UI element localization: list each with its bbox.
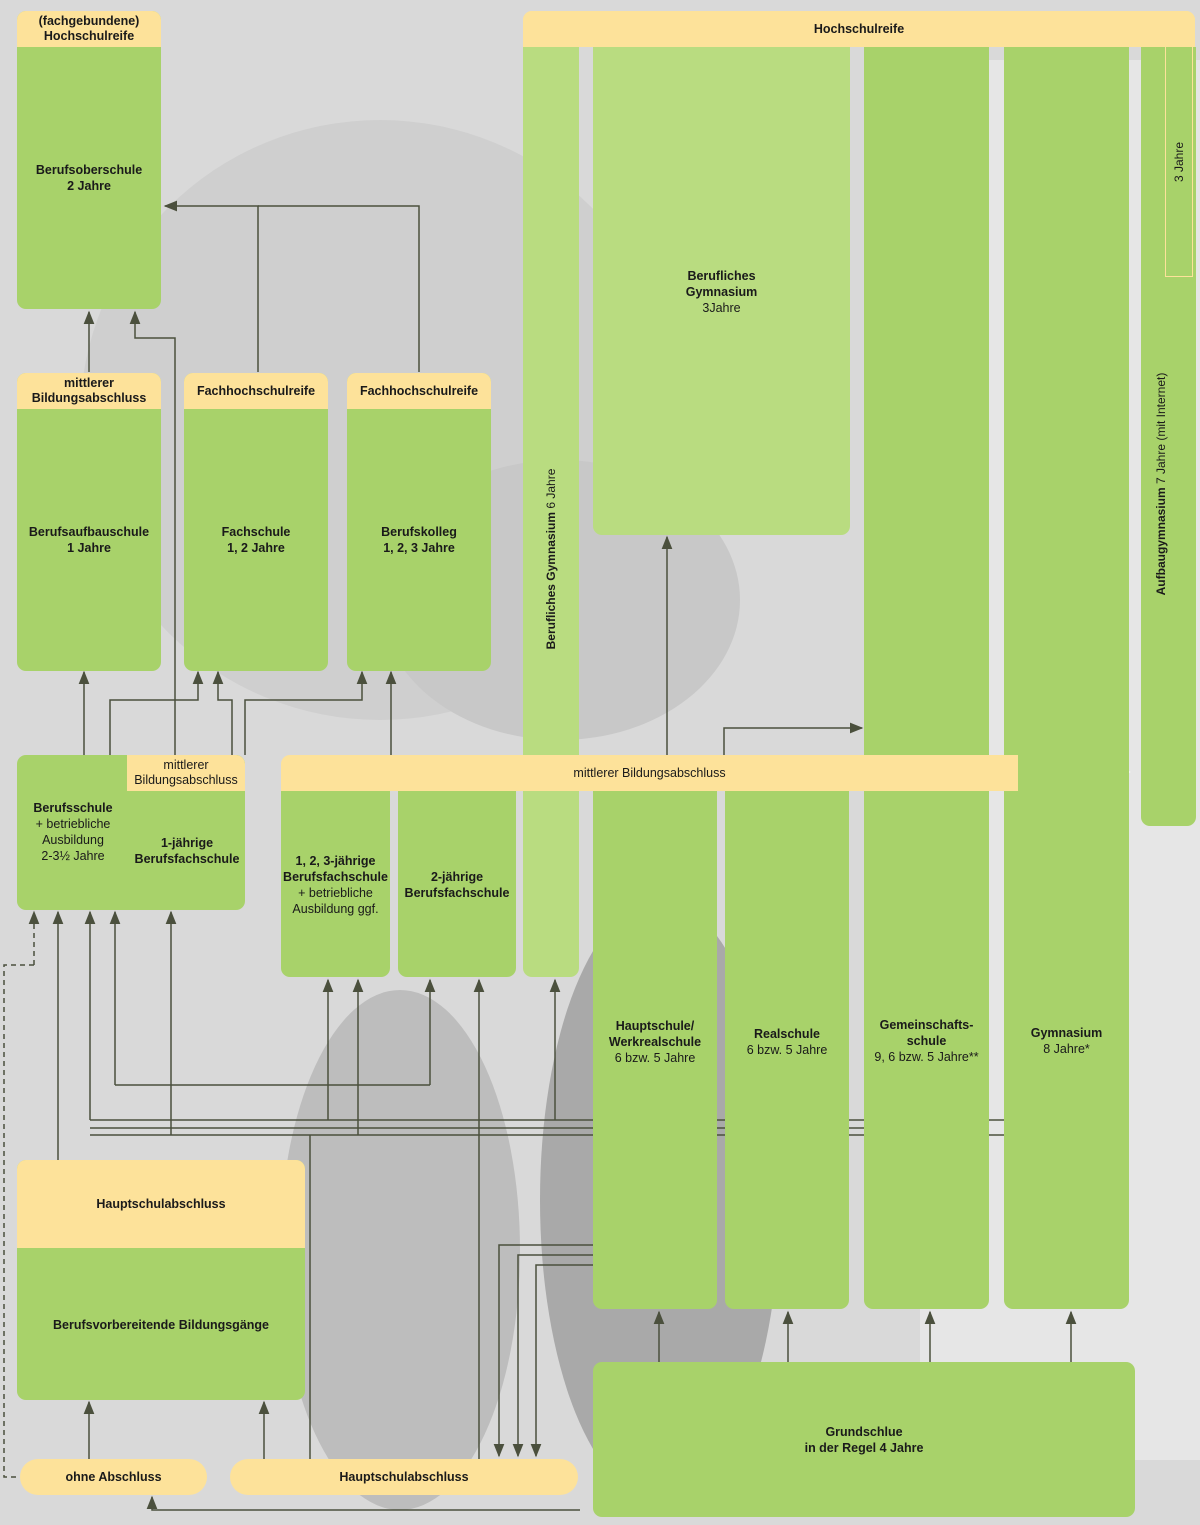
school-duration: 7 Jahre (mit Internet) — [1154, 372, 1168, 485]
school-name: Gymnasium — [685, 285, 758, 299]
school-duration: 1 Jahre — [67, 541, 111, 555]
berufliches-gymnasium-3-label: Berufliches Gymnasium 3Jahre — [593, 268, 850, 316]
school-name: schule — [906, 1034, 947, 1048]
hauptschule-label: Hauptschule/ Werkrealschule 6 bzw. 5 Jah… — [593, 1018, 717, 1066]
school-duration: 2-3½ Jahre — [41, 849, 105, 863]
berufskolleg-box: Fachhochschulreife Berufskolleg 1, 2, 3 … — [347, 373, 491, 671]
berufsschule-label: Berufsschule + betriebliche Ausbildung 2… — [17, 800, 129, 864]
hauptschule-box: Hauptschule/ Werkrealschule 6 bzw. 5 Jah… — [593, 791, 717, 1309]
school-name: Berufsaufbauschule — [28, 525, 150, 539]
hochschulreife-label: Hochschulreife — [523, 11, 1195, 47]
berufsaufbauschule-label: Berufsaufbauschule 1 Jahre — [17, 524, 161, 556]
berufsschule-header: mittlerer Bildungsabschluss — [127, 755, 245, 791]
school-duration: 2 Jahre — [67, 179, 111, 193]
school-duration: 1, 2 Jahre — [227, 541, 285, 555]
school-name: Berufliches Gymnasium — [544, 512, 558, 650]
grundschule-box: Grundschlue in der Regel 4 Jahre — [593, 1362, 1135, 1517]
berufsvorbereitende-box: Hauptschulabschluss Berufsvorbereitende … — [17, 1160, 305, 1400]
school-duration: 9, 6 bzw. 5 Jahre** — [874, 1050, 979, 1064]
school-name: 1, 2, 3-jährige — [295, 854, 376, 868]
berufskolleg-header: Fachhochschulreife — [347, 373, 491, 409]
header-line: Hochschulreife — [43, 29, 135, 43]
realschule-label: Realschule 6 bzw. 5 Jahre — [725, 1026, 849, 1058]
gymnasium-label: Gymnasium 8 Jahre* — [1004, 1025, 1129, 1057]
header-line: Bildungsabschluss — [31, 391, 147, 405]
ohne-abschluss-pill: ohne Abschluss — [20, 1459, 207, 1495]
berufskolleg-label: Berufskolleg 1, 2, 3 Jahre — [347, 524, 491, 556]
bfs-2-box: 2-jährige Berufsfachschule — [398, 791, 516, 977]
school-name: Berufskolleg — [381, 525, 457, 539]
school-name: Berufsfachschule — [283, 870, 388, 884]
school-name: Berufsvorbereitende Bildungsgänge — [52, 1318, 269, 1332]
hauptschulabschluss-pill: Hauptschulabschluss — [230, 1459, 578, 1495]
school-name: Gymnasium — [1030, 1026, 1103, 1040]
hochschulreife-band: Hochschulreife — [523, 11, 1195, 47]
berufliches-gymnasium-6-column: Berufliches Gymnasium 6 Jahre — [523, 47, 579, 977]
mittlerer-bildungsabschluss-band: mittlerer Bildungsabschluss — [281, 755, 1018, 791]
school-name: Realschule — [753, 1027, 820, 1041]
school-name: Berufsoberschule — [35, 163, 143, 177]
berufliches-gymnasium-3-box: Berufliches Gymnasium 3Jahre — [593, 47, 850, 535]
bfs-123-label: 1, 2, 3-jährige Berufsfachschule + betri… — [281, 853, 390, 917]
school-name: Aufbaugymnasium — [1154, 487, 1168, 596]
school-duration: 3Jahre — [702, 301, 741, 315]
aufbaugymnasium-column: 3 Jahre Aufbaugymnasium 7 Jahre (mit Int… — [1141, 47, 1196, 826]
bfs-2-label: 2-jährige Berufsfachschule — [398, 869, 516, 901]
school-duration: 1, 2, 3 Jahre — [383, 541, 455, 555]
berufsvorbereitende-label: Berufsvorbereitende Bildungsgänge — [17, 1317, 305, 1333]
school-duration: 8 Jahre* — [1043, 1042, 1090, 1056]
school-detail: + betriebliche — [298, 886, 373, 900]
school-name: Berufsschule — [33, 801, 113, 815]
school-duration: 6 Jahre — [544, 468, 558, 509]
school-name: Grundschlue — [825, 1425, 903, 1439]
school-name: Werkrealschule — [608, 1035, 702, 1049]
berufsschule-box: mittlerer Bildungsabschluss Berufsschule… — [17, 755, 245, 910]
bfs-123-box: 1, 2, 3-jährige Berufsfachschule + betri… — [281, 791, 390, 977]
grundschule-label: Grundschlue in der Regel 4 Jahre — [593, 1424, 1135, 1456]
header-line: Bildungsabschluss — [134, 773, 238, 787]
berufsoberschule-header: (fachgebundene) Hochschulreife — [17, 11, 161, 47]
three-years-label: 3 Jahre — [1172, 141, 1186, 183]
aufbaugymnasium-label: Aufbaugymnasium 7 Jahre (mit Internet) — [1154, 354, 1168, 614]
berufsaufbauschule-box: mittlerer Bildungsabschluss Berufsaufbau… — [17, 373, 161, 671]
gemeinschaftsschule-label: Gemeinschafts- schule 9, 6 bzw. 5 Jahre*… — [864, 1017, 989, 1065]
gymnasium-column: Gymnasium 8 Jahre* — [1004, 47, 1129, 1309]
einjaehrige-bfs-label: 1-jährige Berufsfachschule — [129, 835, 245, 867]
school-name: 2-jährige — [430, 870, 484, 884]
fachschule-box: Fachhochschulreife Fachschule 1, 2 Jahre — [184, 373, 328, 671]
school-detail: Ausbildung — [42, 833, 104, 847]
school-name: Berufliches — [687, 269, 756, 283]
gemeinschaftsschule-column: Gemeinschafts- schule 9, 6 bzw. 5 Jahre*… — [864, 47, 989, 1309]
header-line: mittlerer — [163, 758, 209, 772]
school-name: 1-jährige — [160, 836, 214, 850]
fachschule-label: Fachschule 1, 2 Jahre — [184, 524, 328, 556]
school-detail: + betriebliche — [35, 817, 111, 831]
header-line: (fachgebundene) — [38, 14, 140, 28]
school-duration: 6 bzw. 5 Jahre — [614, 1051, 696, 1065]
school-name: Berufsfachschule — [404, 886, 510, 900]
school-name: Gemeinschafts- — [879, 1018, 974, 1032]
berufsvorbereitende-header: Hauptschulabschluss — [17, 1160, 305, 1248]
header-line: mittlerer — [63, 376, 115, 390]
school-duration: 6 bzw. 5 Jahre — [746, 1043, 828, 1057]
berufsoberschule-label: Berufsoberschule 2 Jahre — [17, 162, 161, 194]
school-name: Fachschule — [221, 525, 291, 539]
school-duration: in der Regel 4 Jahre — [804, 1441, 924, 1455]
school-name: Hauptschule/ — [615, 1019, 695, 1033]
school-detail: Ausbildung ggf. — [292, 902, 379, 916]
school-name: Berufsfachschule — [134, 852, 240, 866]
three-years-box: 3 Jahre — [1165, 47, 1193, 277]
berufliches-gymnasium-6-label: Berufliches Gymnasium 6 Jahre — [544, 459, 558, 659]
fachschule-header: Fachhochschulreife — [184, 373, 328, 409]
berufsoberschule-box: (fachgebundene) Hochschulreife Berufsobe… — [17, 11, 161, 309]
berufsaufbauschule-header: mittlerer Bildungsabschluss — [17, 373, 161, 409]
realschule-box: Realschule 6 bzw. 5 Jahre — [725, 791, 849, 1309]
